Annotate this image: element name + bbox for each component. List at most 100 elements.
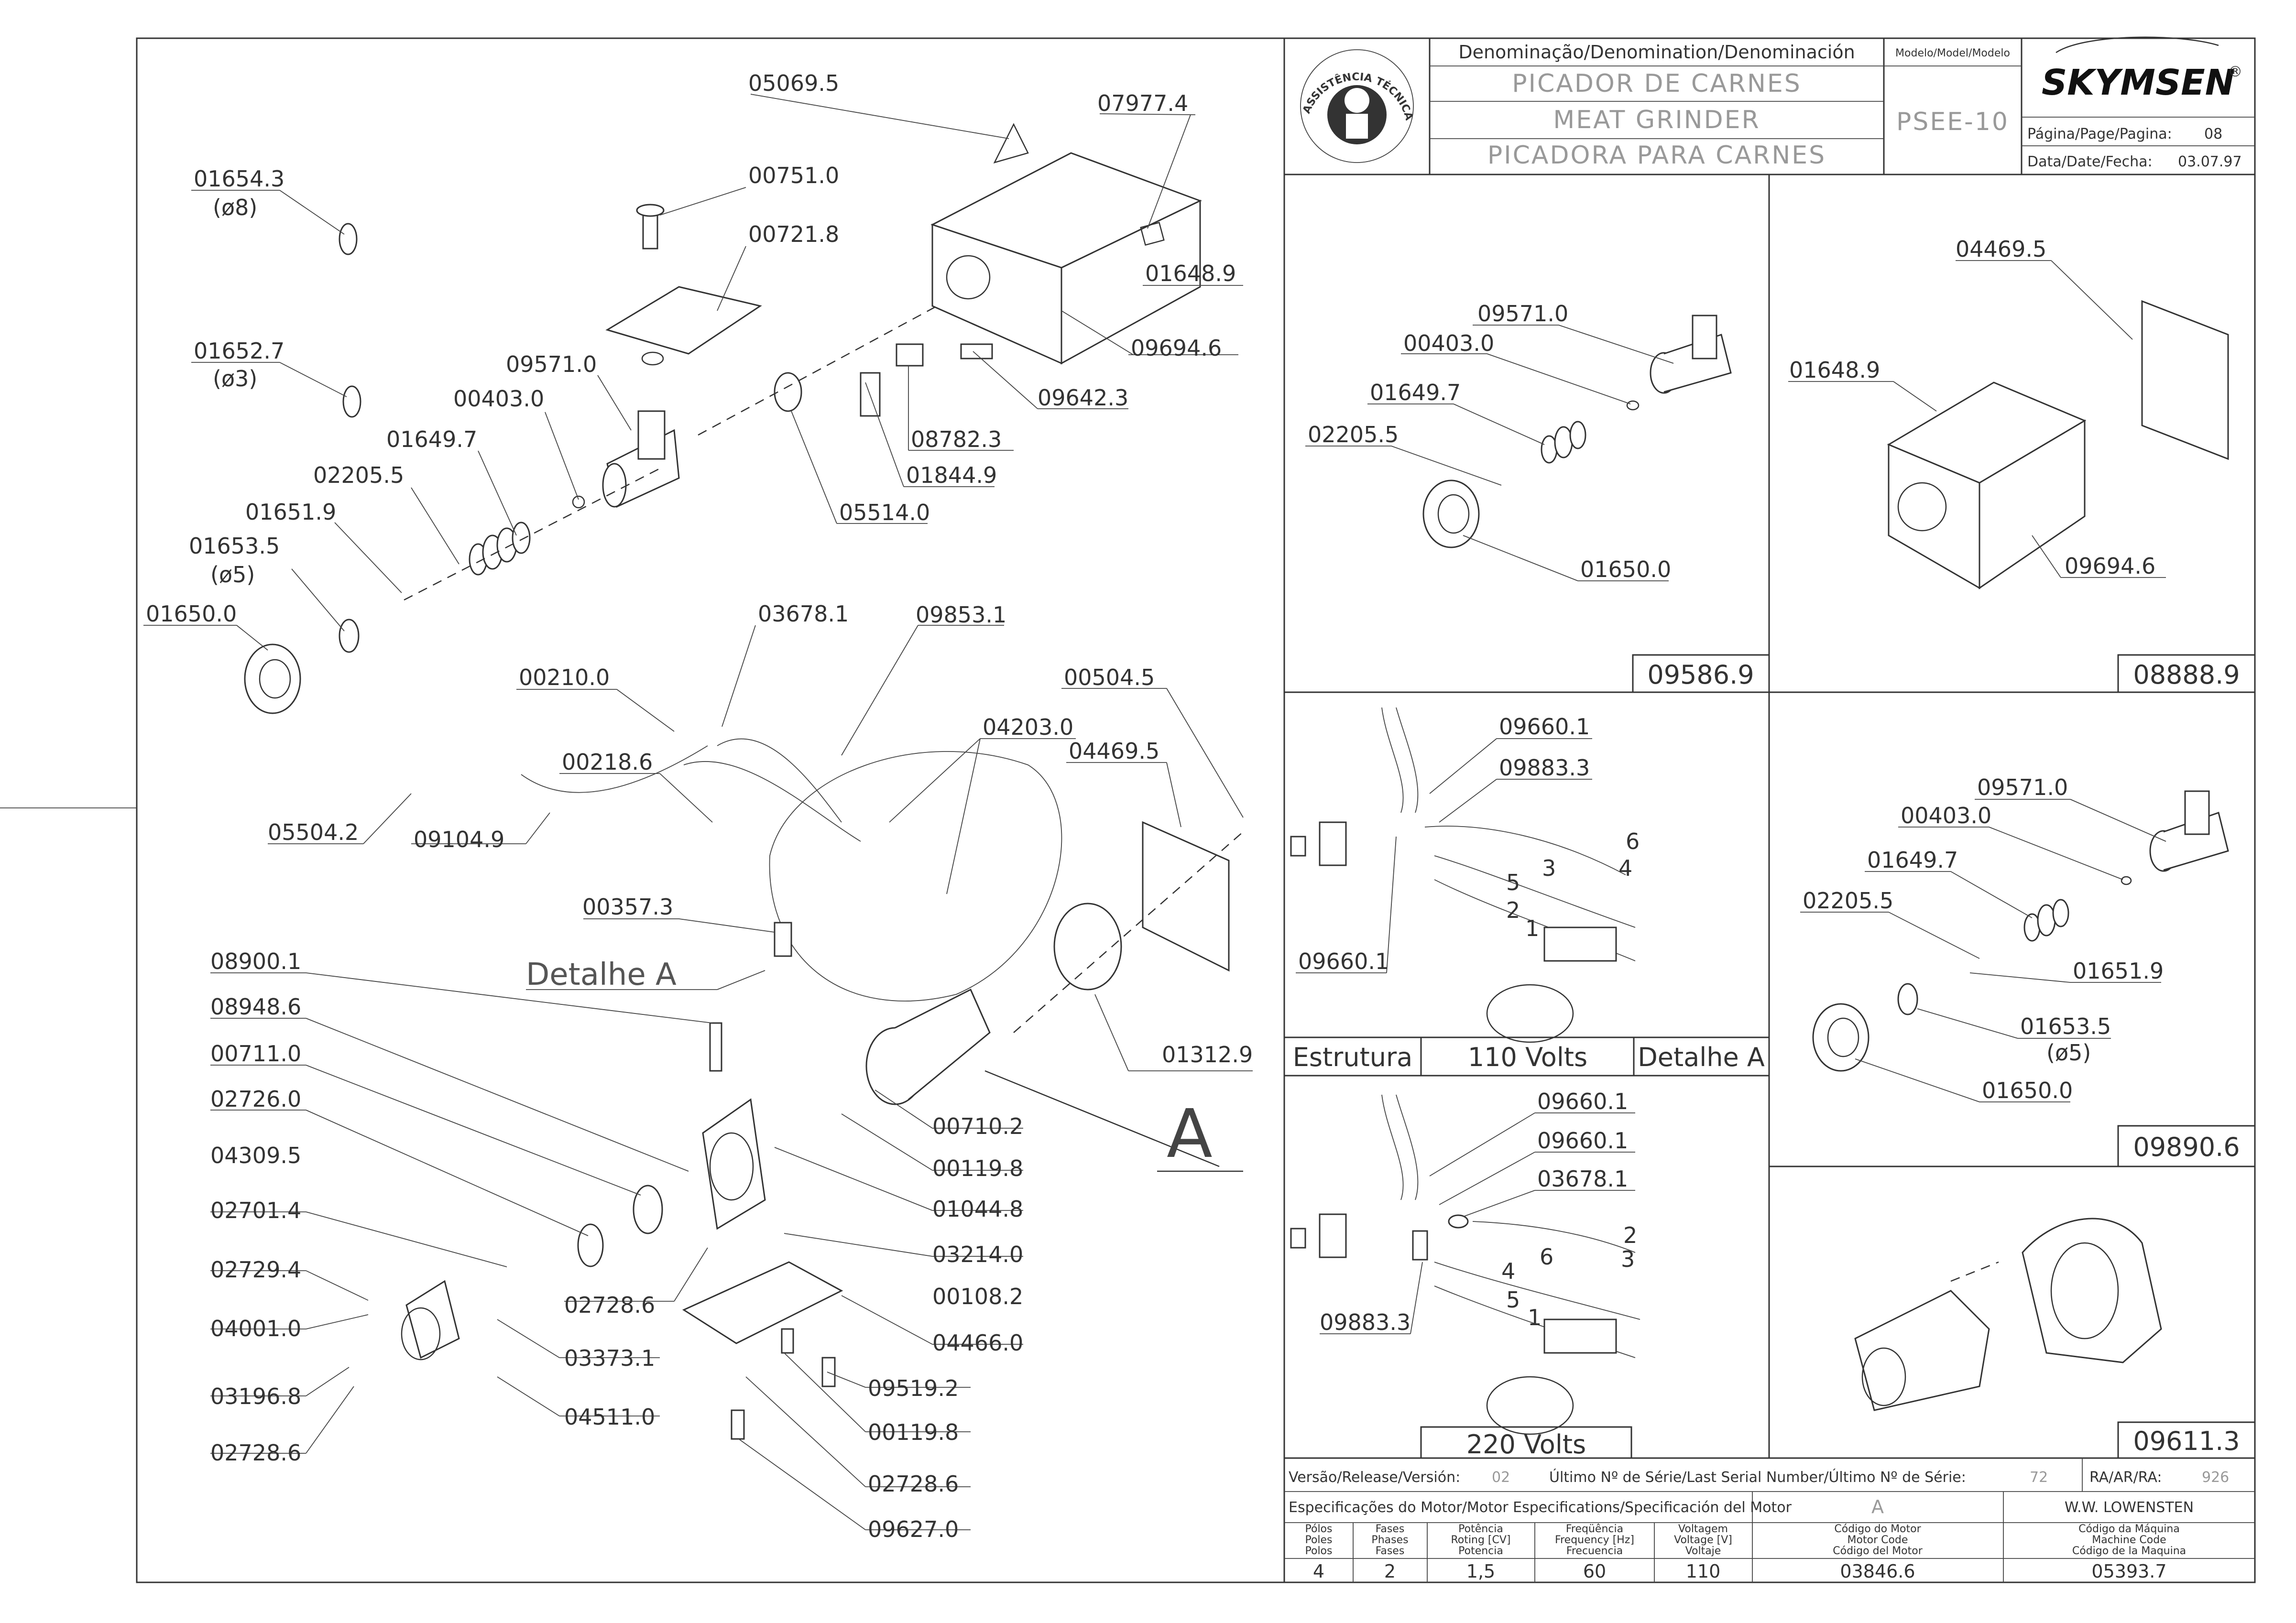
feed-pusher <box>636 204 665 250</box>
svg-text:09571.0: 09571.0 <box>1977 774 2068 800</box>
callout-detalhe-a: Detalhe A <box>526 957 677 992</box>
ra-value: 926 <box>2202 1469 2229 1486</box>
callout-02728-6-c: 02728.6 <box>868 1471 959 1497</box>
svg-text:02205.5: 02205.5 <box>1803 888 1893 914</box>
svg-text:Frequency [Hz]: Frequency [Hz] <box>1555 1534 1634 1546</box>
callout-00751-0: 00751.0 <box>748 163 839 188</box>
tab-110-volts: 110 Volts <box>1468 1042 1587 1072</box>
callout-02728-6: 02728.6 <box>564 1292 655 1318</box>
svg-text:Frecuencia: Frecuencia <box>1566 1545 1623 1557</box>
wiring-detail-a <box>521 738 1062 1002</box>
svg-text:Voltage [V]: Voltage [V] <box>1674 1534 1732 1546</box>
plate-3mm <box>342 385 361 418</box>
callout-02728-6-b: 02728.6 <box>210 1440 301 1466</box>
motor-band <box>1053 903 1122 991</box>
callout-03678-1: 03678.1 <box>758 601 849 627</box>
callout-00357-3: 00357.3 <box>582 894 673 920</box>
callout-00119-8: 00119.8 <box>932 1155 1023 1181</box>
svg-text:01651.9: 01651.9 <box>2073 958 2164 984</box>
panel-number: 09586.9 <box>1647 660 1754 690</box>
svg-text:Fases: Fases <box>1376 1523 1405 1535</box>
panel-08888-9: 08888.9 04469.5 01648.9 09694.6 <box>1788 236 2256 693</box>
svg-text:04469.5: 04469.5 <box>1956 236 2046 262</box>
name-es: PICADORA PARA CARNES <box>1487 141 1826 170</box>
svg-text:Poles: Poles <box>1305 1534 1332 1546</box>
callout-01652-7: 01652.7 <box>194 338 284 364</box>
svg-text:2: 2 <box>1506 897 1520 923</box>
svg-text:SKYMSEN: SKYMSEN <box>2042 62 2235 103</box>
svg-text:08888.9: 08888.9 <box>2133 660 2240 690</box>
svg-text:01649.7: 01649.7 <box>1370 380 1461 405</box>
base-plate <box>682 1261 843 1344</box>
callout-03373-1: 03373.1 <box>564 1345 655 1371</box>
svg-text:09571.0: 09571.0 <box>1477 301 1568 327</box>
callout-09519-2: 09519.2 <box>868 1375 959 1401</box>
callout-04511-0: 04511.0 <box>564 1404 655 1430</box>
ring-nut <box>244 643 301 714</box>
callout-09571-0: 09571.0 <box>506 351 597 377</box>
callout-01649-7: 01649.7 <box>386 426 477 452</box>
svg-text:09694.6: 09694.6 <box>2065 553 2155 579</box>
callout-05069-5: 05069.5 <box>748 70 839 96</box>
callout-01650-0: 01650.0 <box>146 601 237 627</box>
svg-text:(ø5): (ø5) <box>2046 1040 2091 1066</box>
svg-text:09660.1: 09660.1 <box>1499 714 1590 740</box>
version-value: 02 <box>1492 1469 1510 1486</box>
svg-text:Potencia: Potencia <box>1458 1545 1503 1557</box>
tab-estrutura: Estrutura <box>1293 1042 1413 1072</box>
main-exploded-view: 05069.5 07977.4 00751.0 01654.3 (ø8) 007… <box>143 70 1253 1542</box>
panel-09890-6: 09890.6 09571.0 00403.0 01649.7 02205.5 … <box>1800 774 2256 1167</box>
spec-frequency: 60 <box>1583 1561 1606 1582</box>
front-flange <box>401 1280 460 1361</box>
callout-00504-5: 00504.5 <box>1064 664 1155 690</box>
panel-09611-3: 09611.3 <box>1854 1218 2256 1459</box>
callout-00119-8-b: 00119.8 <box>868 1419 959 1445</box>
name-pt: PICADOR DE CARNES <box>1512 69 1801 98</box>
motor <box>865 988 991 1105</box>
svg-text:09611.3: 09611.3 <box>2133 1426 2240 1456</box>
callout-05514-0: 05514.0 <box>839 500 930 525</box>
svg-text:Machine Code: Machine Code <box>2092 1534 2166 1546</box>
callout-04203-0: 04203.0 <box>983 714 1073 740</box>
callout-01651-9: 01651.9 <box>245 499 336 525</box>
callout-09642-3: 09642.3 <box>1038 385 1128 411</box>
callout-02726-0: 02726.0 <box>210 1086 301 1112</box>
label-220-volts: 220 Volts <box>1466 1429 1586 1460</box>
callout-01648-9: 01648.9 <box>1145 261 1236 286</box>
plate-5mm <box>339 619 360 653</box>
ra-label: RA/AR/RA: <box>2089 1469 2162 1486</box>
model-number: PSEE-10 <box>1896 108 2009 136</box>
callout-01654-3: 01654.3 <box>194 166 284 192</box>
callout-02729-4: 02729.4 <box>210 1257 301 1283</box>
svg-text:Fases: Fases <box>1376 1545 1405 1557</box>
svg-text:5: 5 <box>1506 1287 1520 1313</box>
callout-05504-2: 05504.2 <box>268 819 359 845</box>
callout-dia-5: (ø5) <box>210 562 255 588</box>
panel-110-volts: 09660.1 09883.3 09660.1 6 3 4 5 2 1 Estr… <box>1283 707 1770 1077</box>
date-label: Data/Date/Fecha: <box>2027 153 2153 170</box>
callout-dia-3: (ø3) <box>213 366 257 392</box>
rear-panel <box>1142 821 1230 972</box>
callout-02701-4: 02701.4 <box>210 1198 301 1223</box>
feed-screw <box>469 522 531 576</box>
callout-09104-9: 09104.9 <box>414 827 504 852</box>
denomination-heading: Denominação/Denomination/Denominación <box>1458 42 1855 63</box>
callout-00721-8: 00721.8 <box>748 221 839 247</box>
callout-00108-2: 00108.2 <box>932 1284 1023 1309</box>
svg-text:Freqüência: Freqüência <box>1566 1523 1623 1535</box>
svg-text:®: ® <box>2228 64 2242 80</box>
hopper-tray <box>605 286 762 366</box>
svg-text:6: 6 <box>1626 828 1640 854</box>
svg-text:Polos: Polos <box>1305 1545 1333 1557</box>
version-label: Versão/Release/Versión: <box>1289 1469 1460 1486</box>
svg-text:1: 1 <box>1528 1305 1542 1330</box>
tab-detalhe-a: Detalhe A <box>1638 1042 1765 1072</box>
brand-logo: SKYMSEN ® <box>2042 36 2242 103</box>
spec-machine-code: 05393.7 <box>2091 1561 2166 1582</box>
callout-04466-0: 04466.0 <box>932 1330 1023 1356</box>
spec-phases: 2 <box>1384 1561 1396 1582</box>
spec-values: 4 2 1,5 60 110 03846.6 05393.7 <box>1313 1561 2167 1582</box>
callout-03214-0: 03214.0 <box>932 1242 1023 1267</box>
svg-text:Código da Máquina: Código da Máquina <box>2078 1523 2180 1535</box>
callout-02205-5: 02205.5 <box>313 462 404 488</box>
